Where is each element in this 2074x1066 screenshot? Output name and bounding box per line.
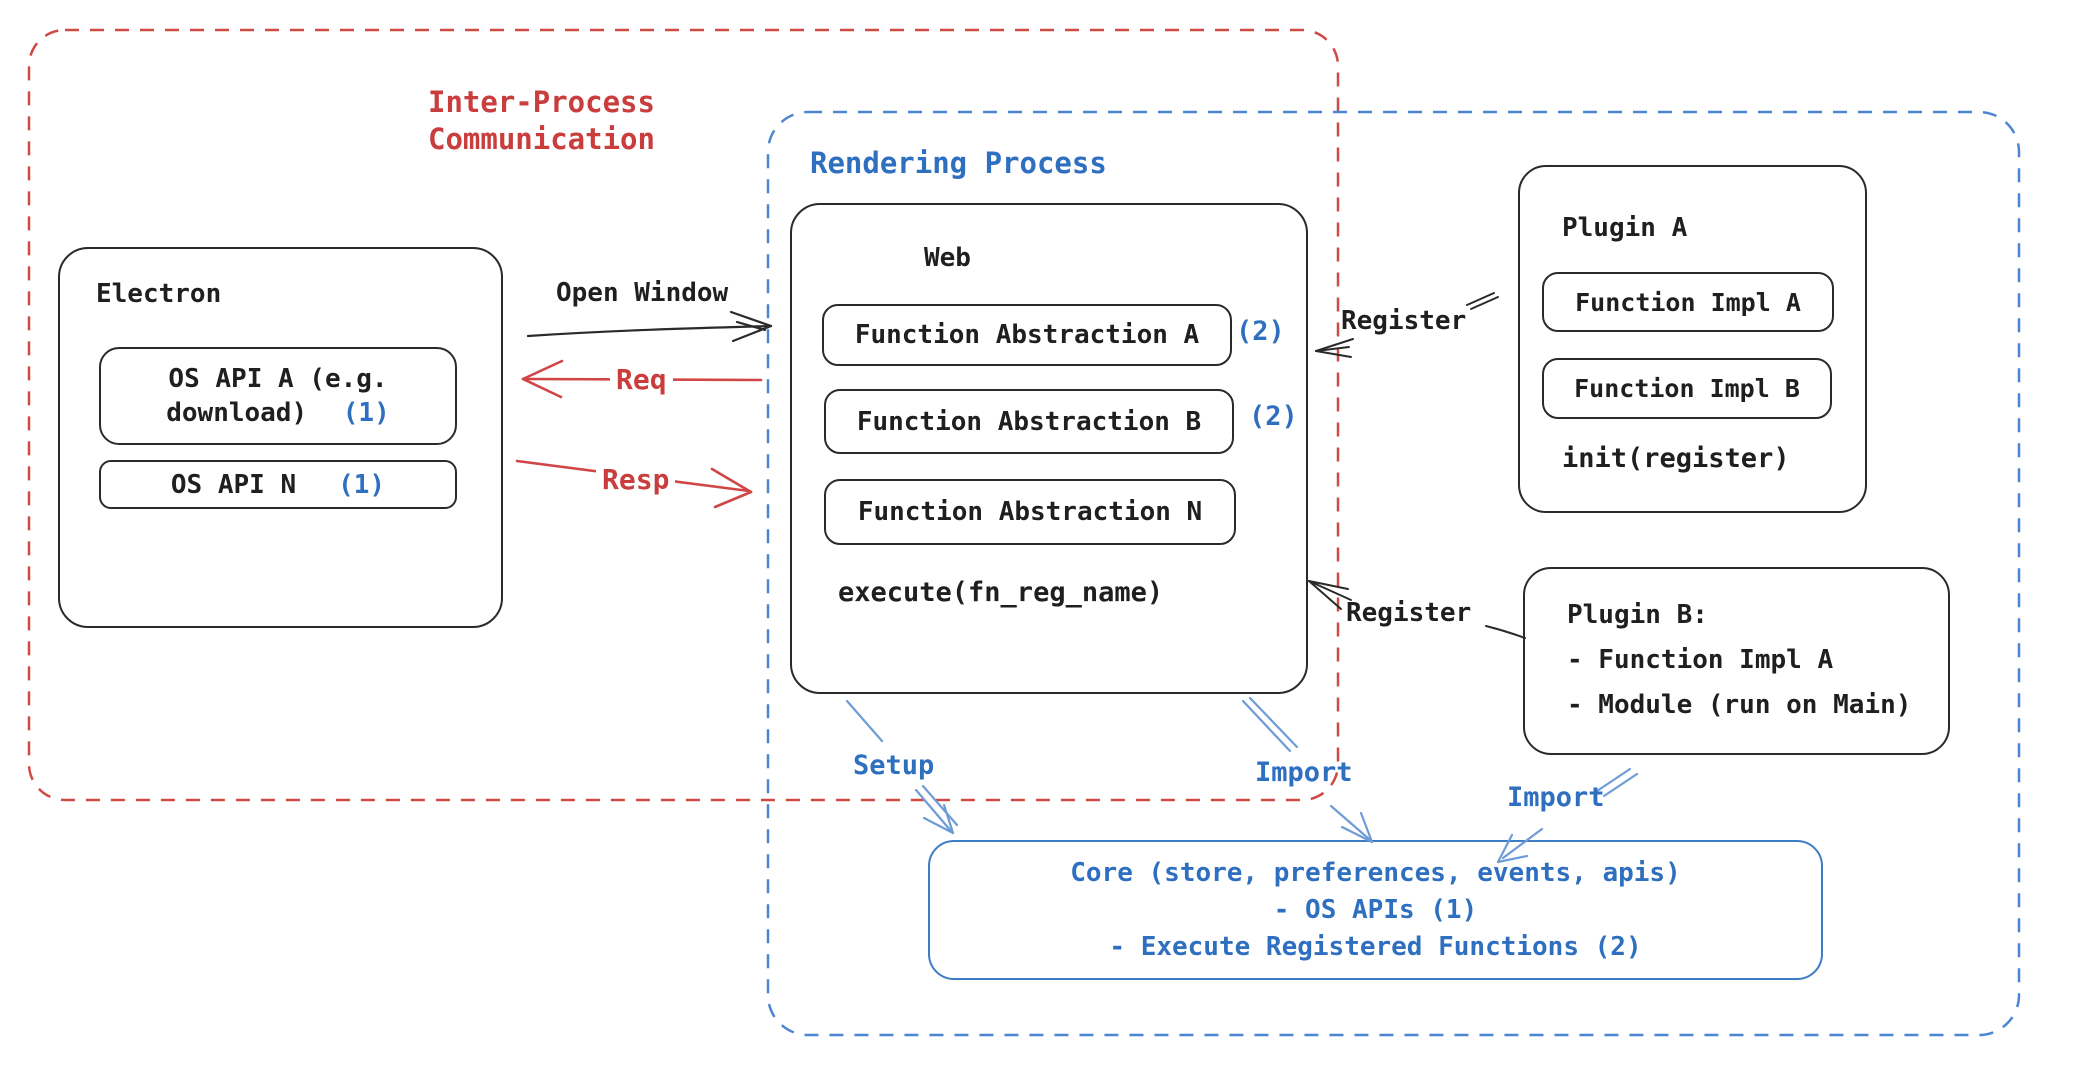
function-impl-a-node: Function Impl A (1542, 272, 1834, 332)
os-api-a-line2: download) (1) (166, 396, 390, 430)
core-line1: Core (store, preferences, events, apis) (1070, 858, 1681, 888)
plugin-b-line2: - Function Impl A (1567, 645, 1834, 675)
os-api-a-node: OS API A (e.g. download) (1) (99, 347, 457, 445)
ipc-frame-title: Inter-Process Communication (428, 84, 655, 158)
os-api-n-text: OS API N (170, 469, 297, 500)
execute-call-text: execute(fn_reg_name) (838, 577, 1164, 608)
os-api-a-text: download) (166, 398, 308, 428)
import-web-arrow (1241, 696, 1374, 844)
import-plugin-b-label: Import (1507, 782, 1605, 813)
resp-label: Resp (596, 463, 676, 496)
core-line3: - Execute Registered Functions (2) (1109, 932, 1642, 962)
import-web-label: Import (1255, 757, 1353, 788)
plugin-b-line3: - Module (run on Main) (1567, 690, 1912, 720)
ipc-frame-title-line1: Inter-Process (428, 85, 655, 119)
os-api-a-line1: OS API A (e.g. (168, 364, 388, 394)
plugin-a-title: Plugin A (1562, 213, 1688, 243)
plugin-a-node: Plugin A Function Impl A Function Impl B… (1518, 165, 1867, 513)
function-abstraction-a-node: Function Abstraction A (822, 304, 1232, 366)
function-abstraction-b-node: Function Abstraction B (824, 389, 1234, 454)
os-api-n-node: OS API N (1) (99, 460, 457, 509)
init-call-text: init(register) (1562, 443, 1790, 474)
open-window-label: Open Window (556, 278, 729, 308)
os-api-a-ref: (1) (342, 398, 390, 428)
rendering-frame-title: Rendering Process (810, 146, 1107, 180)
req-label: Req (610, 363, 673, 396)
ipc-frame-title-line2: Communication (428, 122, 655, 156)
setup-arrow (845, 699, 959, 835)
rendering-frame (766, 110, 2021, 1037)
import-plugin-b-arrow (1496, 767, 1639, 864)
function-abstraction-n-node: Function Abstraction N (824, 479, 1236, 545)
web-node: Web Function Abstraction A Function Abst… (790, 203, 1308, 694)
os-api-n-ref: (1) (338, 469, 386, 500)
open-window-arrow (526, 310, 773, 343)
register-plugin-b-arrow (1308, 580, 1526, 639)
abstraction-a-ref-badge: (2) (1236, 316, 1285, 347)
web-title: Web (924, 243, 971, 273)
setup-label: Setup (853, 750, 935, 781)
abstraction-b-ref-badge: (2) (1249, 401, 1298, 432)
register-plugin-a-arrow (1315, 292, 1499, 358)
register-plugin-b-label: Register (1346, 598, 1472, 628)
electron-node: Electron OS API A (e.g. download) (1) OS… (58, 247, 503, 628)
function-impl-b-node: Function Impl B (1542, 358, 1832, 419)
plugin-b-line1: Plugin B: (1567, 600, 1708, 630)
electron-title: Electron (96, 279, 222, 309)
core-line2: - OS APIs (1) (1273, 895, 1478, 925)
register-plugin-a-label: Register (1341, 306, 1467, 336)
plugin-b-node: Plugin B: - Function Impl A - Module (ru… (1523, 567, 1950, 755)
core-node: Core (store, preferences, events, apis) … (928, 840, 1823, 980)
